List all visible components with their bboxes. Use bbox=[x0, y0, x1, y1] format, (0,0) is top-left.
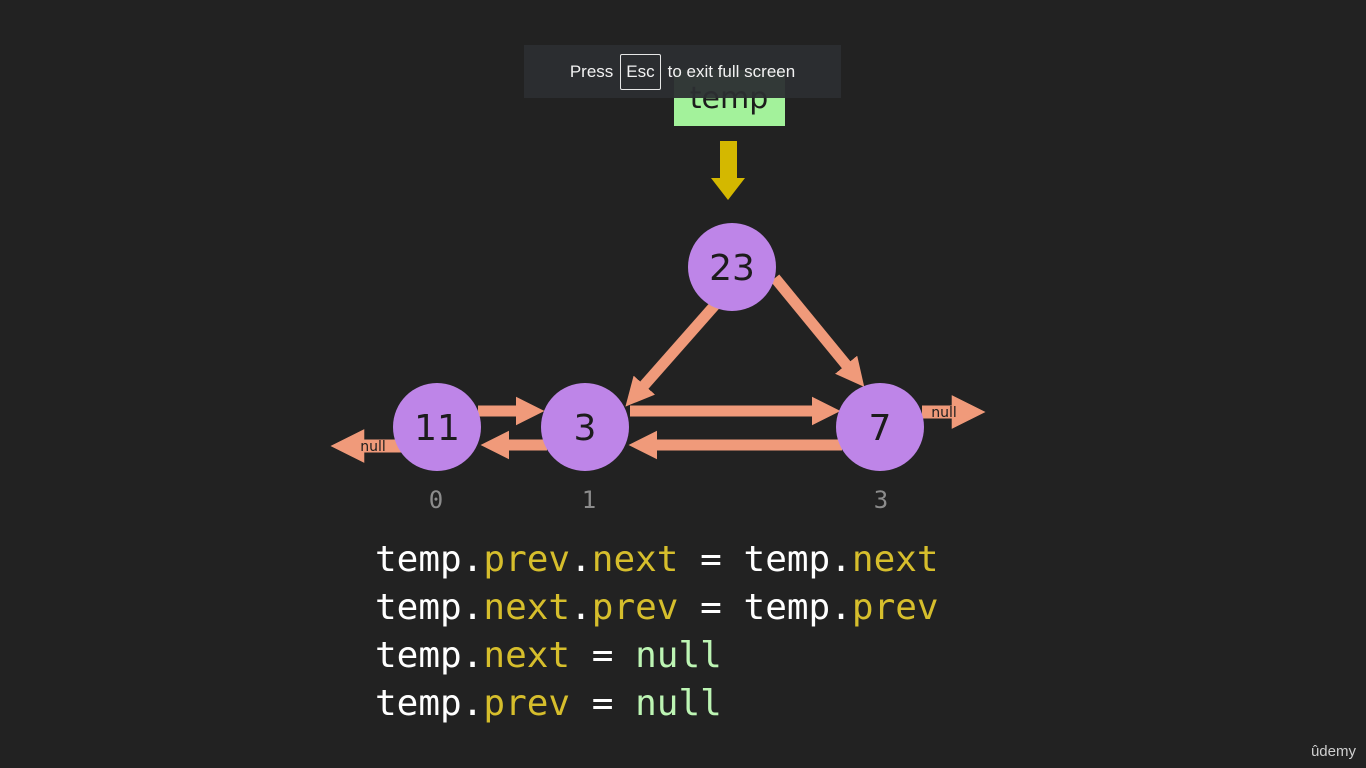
null-label-left: null bbox=[360, 439, 386, 455]
code-token: temp bbox=[743, 539, 831, 580]
code-token: prev bbox=[851, 587, 939, 628]
node-3-circle bbox=[541, 383, 629, 471]
code-token: . bbox=[461, 683, 484, 724]
node-3: 3 1 bbox=[541, 383, 629, 514]
code-token: temp bbox=[375, 539, 462, 580]
node-11: 11 0 bbox=[393, 383, 481, 514]
code-token: . bbox=[461, 587, 484, 628]
node-7-value: 7 bbox=[869, 408, 892, 449]
code-token: . bbox=[461, 635, 484, 676]
null-label-right: null bbox=[931, 405, 957, 421]
node-23-circle bbox=[688, 223, 776, 311]
node-23-value: 23 bbox=[709, 248, 755, 289]
code-token: null bbox=[635, 683, 722, 724]
code-token: prev bbox=[483, 539, 571, 580]
code-token: temp bbox=[743, 587, 831, 628]
arrow-23-prev-3 bbox=[625, 301, 720, 407]
code-token: prev bbox=[483, 683, 571, 724]
code-token: null bbox=[635, 635, 722, 676]
temp-down-arrow bbox=[711, 141, 745, 200]
code-token: = bbox=[570, 635, 636, 676]
fullscreen-notice: Press Esc to exit full screen bbox=[524, 45, 841, 98]
code-token: . bbox=[570, 587, 592, 628]
code-token: prev bbox=[591, 587, 679, 628]
node-3-value: 3 bbox=[574, 408, 597, 449]
node-7-circle bbox=[836, 383, 924, 471]
code-token: next bbox=[483, 587, 571, 628]
code-line: temp.prev.next = temp.next bbox=[375, 536, 939, 584]
code-token: = bbox=[570, 683, 636, 724]
code-token: . bbox=[570, 539, 592, 580]
code-token: = bbox=[678, 539, 744, 580]
code-token: temp bbox=[375, 683, 462, 724]
code-line: temp.next = null bbox=[375, 632, 939, 680]
code-token: . bbox=[830, 587, 852, 628]
pointer-arrows: null null bbox=[330, 274, 986, 463]
code-token: next bbox=[591, 539, 679, 580]
node-11-index: 0 bbox=[429, 486, 443, 514]
node-7-index: 3 bbox=[874, 486, 888, 514]
node-3-index: 1 bbox=[582, 486, 596, 514]
esc-key[interactable]: Esc bbox=[620, 53, 661, 90]
code-token: next bbox=[483, 635, 571, 676]
node-11-circle bbox=[393, 383, 481, 471]
code-line: temp.prev = null bbox=[375, 680, 939, 728]
node-7: 7 3 bbox=[836, 383, 924, 514]
fullscreen-notice-before: Press bbox=[569, 61, 614, 81]
code-token: . bbox=[830, 539, 852, 580]
code-token: . bbox=[461, 539, 484, 580]
fullscreen-notice-after: to exit full screen bbox=[667, 61, 796, 81]
code-line: temp.next.prev = temp.prev bbox=[375, 584, 939, 632]
code-token: temp bbox=[375, 587, 462, 628]
udemy-logo: ûdemy bbox=[1310, 743, 1356, 760]
arrow-23-next-7 bbox=[770, 274, 865, 387]
code-token: temp bbox=[375, 635, 462, 676]
code-token: next bbox=[851, 539, 939, 580]
node-23: 23 bbox=[688, 223, 776, 311]
node-11-value: 11 bbox=[414, 408, 460, 449]
code-token: = bbox=[678, 587, 744, 628]
